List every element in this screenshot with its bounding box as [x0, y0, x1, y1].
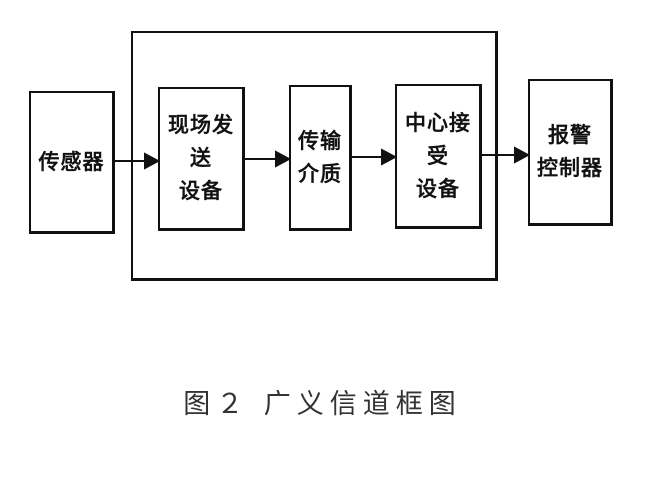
- medium-label-line1: 传输: [298, 128, 342, 153]
- field-transmitter-label: 现场发送 设备: [160, 109, 242, 208]
- arrow-transmitter-to-medium-head: [275, 150, 292, 168]
- arrow-sensor-to-transmitter-head: [144, 152, 161, 170]
- arrow-medium-to-receiver-head: [381, 148, 398, 166]
- arrow-receiver-to-alarm-head: [514, 146, 531, 164]
- sensor-label: 传感器: [39, 146, 105, 179]
- figure-caption: 图２ 广义信道框图: [183, 389, 462, 420]
- central-receiver-label-line2: 设备: [416, 176, 460, 201]
- sensor-label-line1: 传感器: [38, 149, 105, 174]
- alarm-controller-label-line2: 控制器: [537, 156, 603, 180]
- alarm-controller-label: 报警 控制器: [537, 119, 603, 185]
- field-transmitter-label-line2: 设备: [179, 179, 223, 203]
- central-receiver-label: 中心接受 设备: [397, 107, 479, 206]
- field-transmitter-block: 现场发送 设备: [158, 87, 245, 231]
- medium-label-line2: 介质: [298, 161, 342, 186]
- central-receiver-block: 中心接受 设备: [395, 84, 482, 229]
- sensor-block: 传感器: [29, 91, 115, 234]
- field-transmitter-label-line1: 现场发送: [168, 113, 234, 170]
- medium-block: 传输 介质: [289, 85, 352, 231]
- alarm-controller-label-line1: 报警: [548, 123, 592, 147]
- medium-label: 传输 介质: [298, 125, 342, 191]
- central-receiver-label-line1: 中心接受: [405, 110, 471, 168]
- alarm-controller-block: 报警 控制器: [528, 79, 613, 226]
